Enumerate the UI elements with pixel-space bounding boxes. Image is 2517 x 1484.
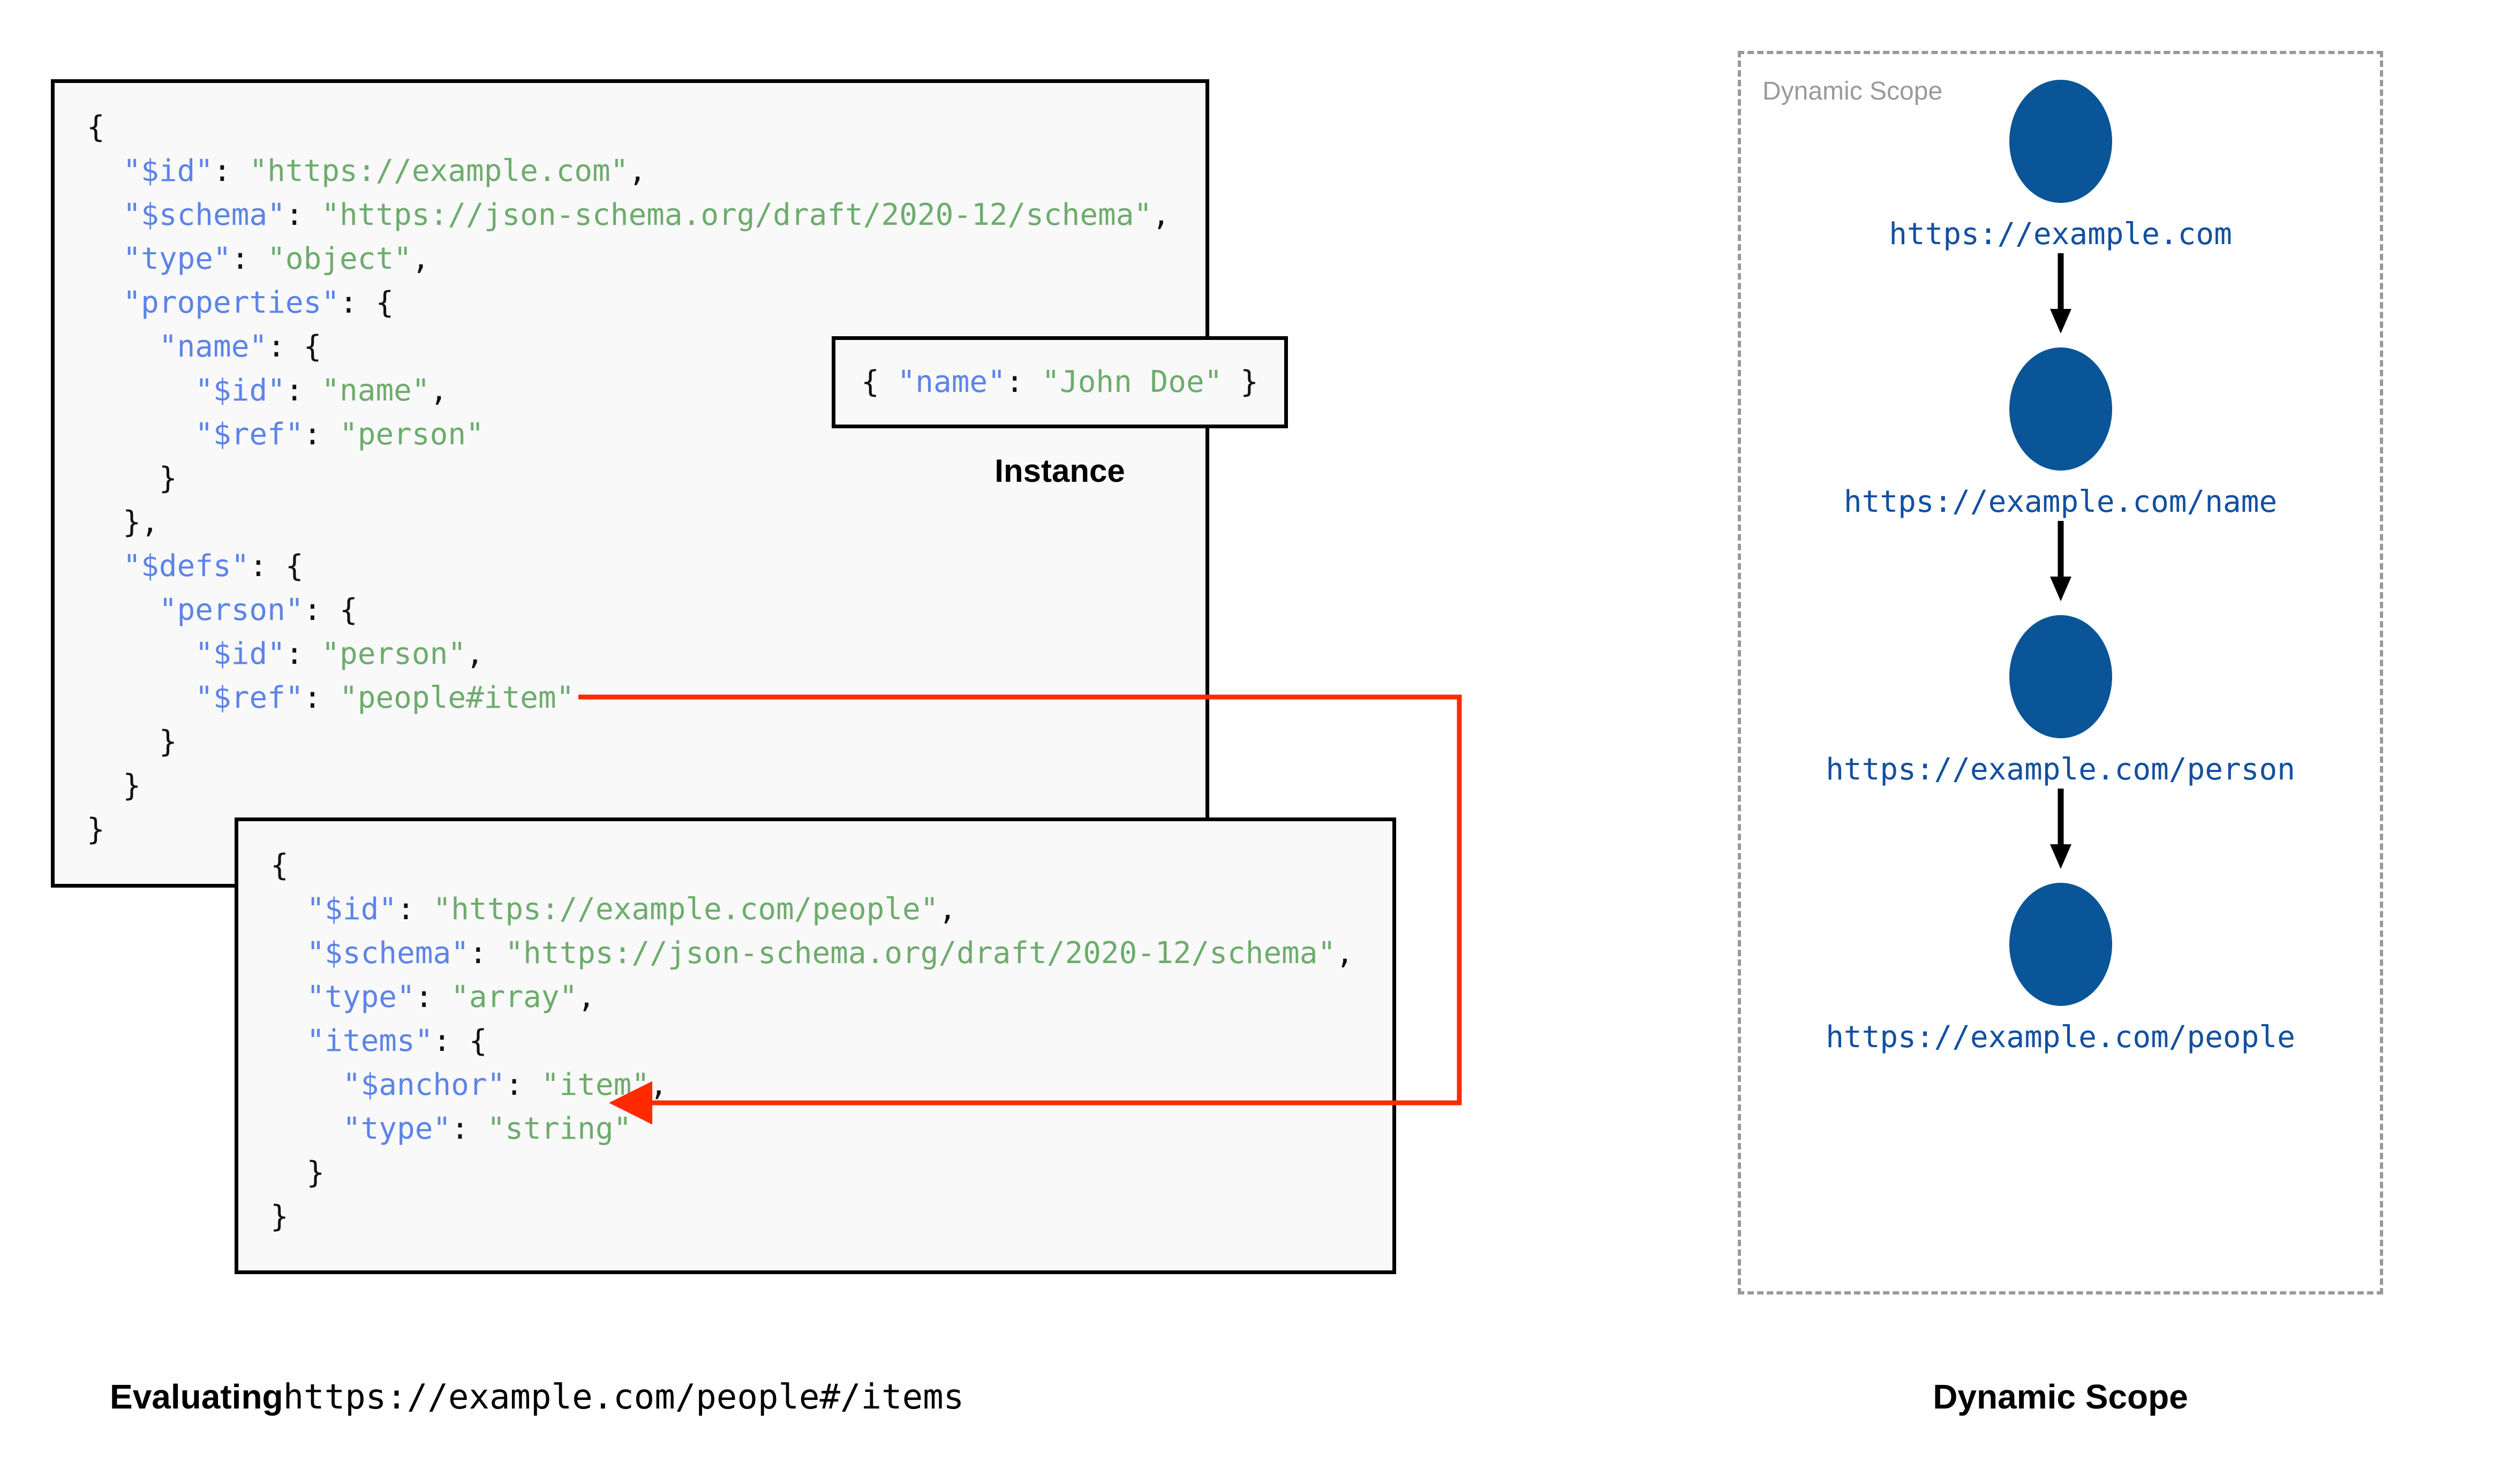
arrow-down-icon [2049, 521, 2071, 601]
scope-node-circle [2009, 347, 2112, 471]
instance-caption: Instance [994, 453, 1125, 489]
arrow-down-icon [2049, 253, 2071, 334]
evaluating-label: Evaluating [110, 1377, 283, 1416]
scope-node-circle [2009, 883, 2112, 1006]
instance-code: { "name": "John Doe" } [861, 365, 1258, 399]
dynamic-scope-panel: Dynamic Scope https://example.com https:… [1738, 51, 2383, 1294]
dynamic-scope-panel-title: Dynamic Scope [1762, 77, 1943, 105]
scope-node-circle [2009, 615, 2112, 738]
dynamic-scope-caption: Dynamic Scope [1933, 1377, 2188, 1416]
scope-node-label: https://example.com/people [1826, 1020, 2295, 1055]
scope-arrow-2 [1741, 521, 2380, 604]
people-schema-box: { "$id": "https://example.com/people", "… [235, 817, 1396, 1274]
scope-node-3: https://example.com/person [1741, 615, 2380, 787]
scope-arrow-3 [1741, 789, 2380, 872]
root-schema-code: { "$id": "https://example.com", "$schema… [87, 110, 1170, 847]
scope-node-1: https://example.com [1741, 80, 2380, 252]
scope-arrow-1 [1741, 253, 2380, 336]
scope-node-label: https://example.com [1889, 217, 2232, 252]
scope-node-label: https://example.com/name [1843, 484, 2278, 519]
scope-node-4: https://example.com/people [1741, 883, 2380, 1055]
evaluating-uri: https://example.com/people#/items [283, 1377, 964, 1417]
people-schema-code: { "$id": "https://example.com/people", "… [270, 848, 1354, 1234]
scope-node-2: https://example.com/name [1741, 347, 2380, 519]
evaluating-caption: Evaluatinghttps://example.com/people#/it… [110, 1377, 964, 1417]
arrow-down-icon [2049, 789, 2071, 869]
scope-node-label: https://example.com/person [1826, 752, 2295, 787]
scope-node-circle [2009, 80, 2112, 203]
instance-box: { "name": "John Doe" } [832, 336, 1288, 428]
